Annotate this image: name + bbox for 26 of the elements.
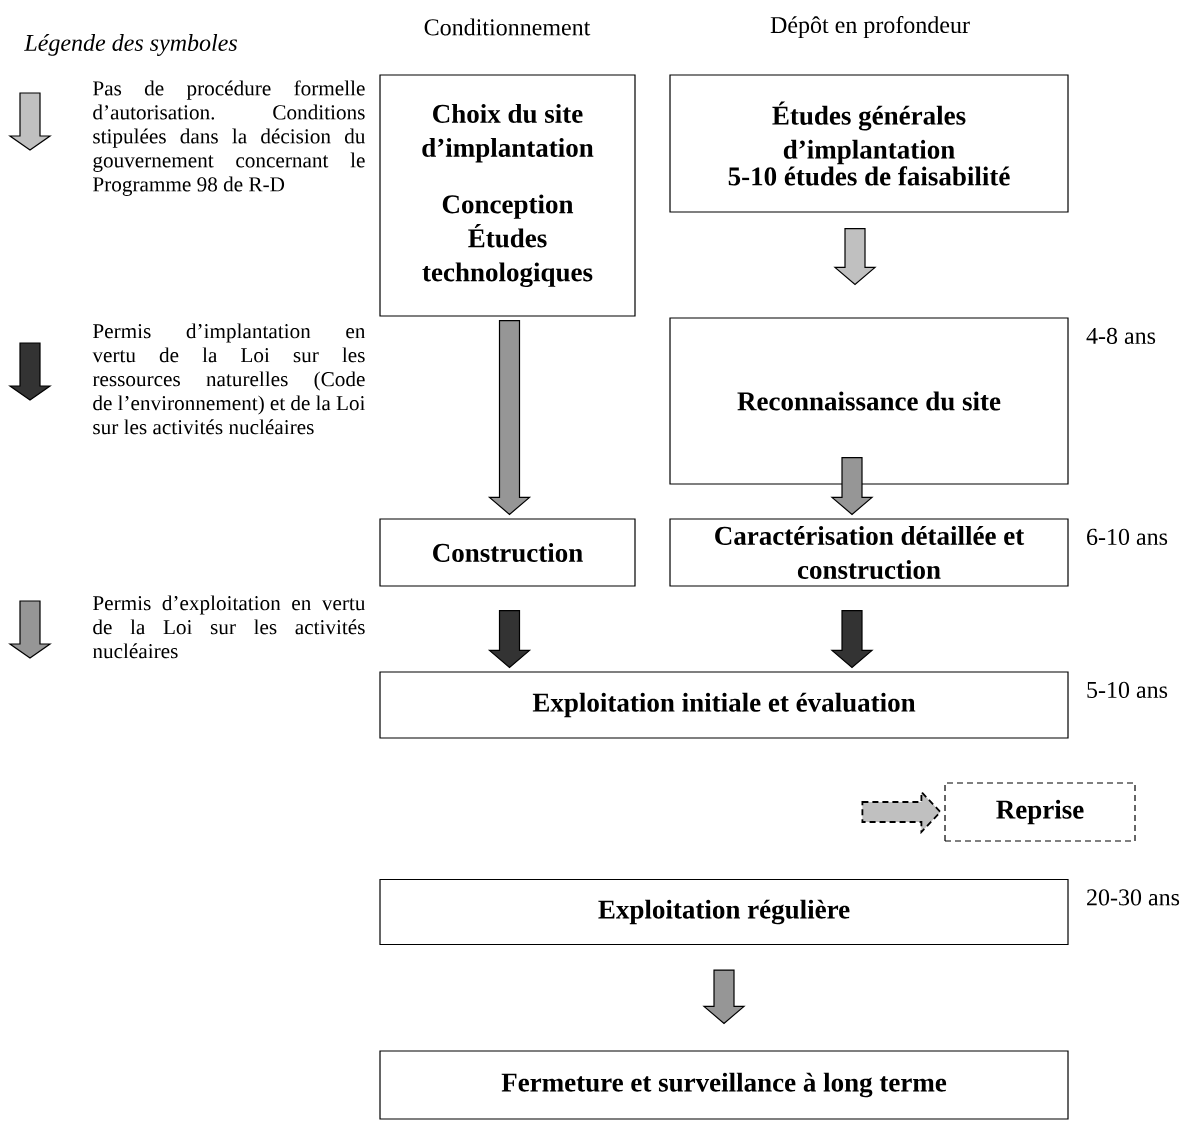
block-arrow bbox=[861, 789, 942, 835]
block-arrow bbox=[487, 320, 532, 516]
legend-text: Pas de procédure formelle d’autorisation. Conditions stipulées dans la décision du gouvernement concernant le Programme 98 de R-D bbox=[93, 80, 366, 196]
duration-label: 20-30 ans bbox=[1087, 889, 1180, 906]
process-box: Exploitation régulière bbox=[379, 878, 1069, 946]
process-box: Études générales d’implantation 5-10 études de faisabilité bbox=[669, 74, 1069, 213]
legend-text: Permis d’exploitation en vertu de la Loi sur les activités nucléaires bbox=[92, 595, 366, 659]
duration-label: 6-10 ans bbox=[1087, 528, 1168, 545]
duration-label: 5-10 ans bbox=[1087, 681, 1168, 698]
process-box: Choix du site d’implantation Conception Études technologiques bbox=[379, 74, 636, 317]
process-box: Exploitation initiale et évaluation bbox=[379, 671, 1069, 739]
process-box: Reprise bbox=[944, 782, 1136, 842]
block-arrow bbox=[487, 610, 532, 669]
process-box: Caractérisation détaillée et construction bbox=[669, 518, 1069, 587]
column-heading: Conditionnement bbox=[424, 18, 591, 36]
block-arrow bbox=[830, 610, 874, 669]
block-arrow bbox=[702, 969, 746, 1025]
process-box: Reconnaissance du site bbox=[669, 317, 1069, 485]
duration-label: 4-8 ans bbox=[1086, 327, 1156, 344]
process-box: Fermeture et surveillance à long terme bbox=[379, 1050, 1069, 1120]
process-box: Construction bbox=[379, 518, 636, 587]
column-heading: Dépôt en profondeur bbox=[770, 16, 970, 38]
block-arrow bbox=[830, 457, 874, 516]
block-arrow bbox=[833, 228, 877, 286]
legend-text: Permis d’implantation en vertu de la Loi sur les ressources naturelles (Code de l’environnement) et de la Loi sur les activités nucléaires bbox=[92, 323, 366, 435]
legend-heading: Légende des symboles bbox=[24, 34, 237, 56]
